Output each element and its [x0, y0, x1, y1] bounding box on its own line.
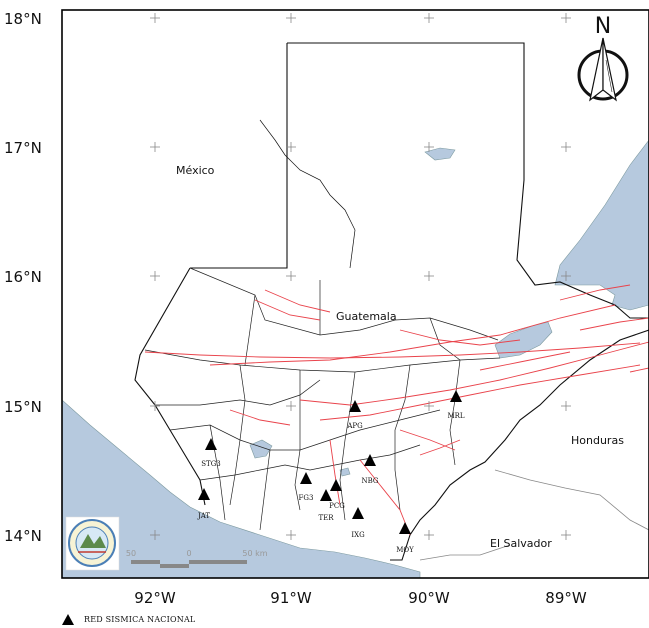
lat-label-17: 17°N [4, 139, 42, 157]
lake-izabal [494, 321, 553, 359]
lon-label-91: 91°W [270, 589, 312, 607]
lake-atitlan [249, 439, 273, 459]
el-salvador-coast-border [419, 544, 511, 561]
lon-label-90: 90°W [408, 589, 450, 607]
station-marker [399, 522, 411, 534]
station-label: NBG [362, 477, 379, 485]
station-marker [352, 507, 364, 519]
label-mexico: México [176, 164, 215, 177]
honduras-el-salvador-border [494, 469, 649, 531]
pacific-ocean [62, 399, 421, 578]
label-guatemala: Guatemala [336, 310, 397, 323]
station-ixg[interactable]: IXG [351, 507, 365, 539]
station-label: MOY [396, 546, 414, 554]
station-marker [364, 454, 376, 466]
graticule [150, 13, 571, 540]
station-marker [330, 479, 342, 491]
north-arrow: N [577, 14, 629, 102]
station-moy[interactable]: MOY [396, 522, 414, 554]
mexico-state-border [259, 119, 356, 269]
station-apg[interactable]: APG [346, 400, 363, 430]
scale-bar-seg-2 [160, 564, 189, 568]
lat-label-18: 18°N [4, 10, 42, 28]
department-borders [144, 267, 501, 531]
station-marker [349, 400, 361, 412]
station-label: STG3 [201, 460, 221, 468]
station-layer: APG MRL STG3 NBG FG3 PCG TER JAT [197, 390, 465, 554]
legend-label: RED SISMICA NACIONAL [84, 615, 196, 624]
guatemala-border [134, 42, 649, 561]
scale-bar-right: 50 km [242, 549, 267, 558]
map-frame [61, 9, 649, 579]
scale-bar: 50 0 50 km [126, 549, 268, 568]
legend: RED SISMICA NACIONAL [62, 614, 195, 625]
station-marker [198, 488, 210, 500]
station-label: PCG [329, 502, 345, 510]
station-pcg[interactable]: PCG [329, 479, 345, 510]
lat-label-14: 14°N [4, 527, 42, 545]
station-marker [320, 489, 332, 501]
scale-bar-center: 0 [186, 549, 191, 558]
insivumeh-logo [65, 516, 120, 571]
north-arrow-label: N [595, 14, 611, 39]
lon-label-89: 89°W [545, 589, 587, 607]
station-label: FG3 [299, 494, 314, 502]
station-label: APG [346, 422, 363, 430]
station-label: IXG [351, 531, 365, 539]
label-honduras: Honduras [571, 434, 624, 447]
station-fg3[interactable]: FG3 [299, 472, 314, 502]
station-ter[interactable]: TER [318, 489, 334, 522]
station-mrl[interactable]: MRL [447, 390, 465, 420]
north-arrow-right-half [602, 37, 617, 102]
caribbean-sea [554, 139, 649, 311]
station-marker [300, 472, 312, 484]
station-label: TER [318, 514, 334, 522]
north-arrow-hatch [605, 59, 613, 93]
legend-triangle-icon [62, 614, 74, 625]
label-el-salvador: El Salvador [490, 537, 552, 550]
station-jat[interactable]: JAT [197, 488, 210, 520]
lake-peten-itza [424, 147, 456, 161]
scale-bar-seg-1 [131, 560, 160, 564]
lat-label-16: 16°N [4, 268, 42, 286]
lon-label-92: 92°W [134, 589, 176, 607]
scale-bar-left: 50 [126, 549, 136, 558]
station-stg3[interactable]: STG3 [201, 438, 221, 468]
station-marker [205, 438, 217, 450]
station-label: JAT [197, 512, 210, 520]
scale-bar-seg-3 [189, 560, 247, 564]
station-label: MRL [447, 412, 464, 420]
station-nbg[interactable]: NBG [362, 454, 379, 485]
lat-label-15: 15°N [4, 398, 42, 416]
lake-amatitlan [339, 467, 351, 477]
station-marker [450, 390, 462, 402]
